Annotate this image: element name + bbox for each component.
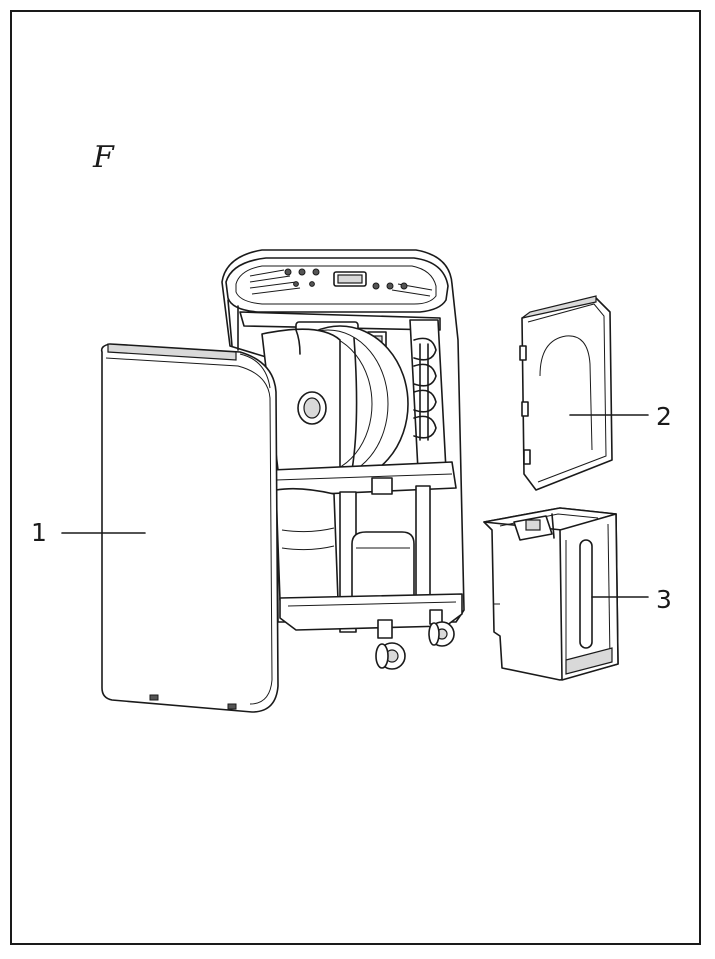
figure-letter: F (93, 140, 114, 175)
figure-frame (10, 10, 701, 945)
rear-filter-cover (519, 295, 613, 491)
front-panel (100, 343, 279, 713)
dehumidifier-body (221, 249, 465, 633)
caster-wheels (375, 609, 455, 670)
callout-number-water-tank: 3 (656, 585, 672, 614)
callout-leaders (61, 414, 649, 598)
callout-number-front-panel: 1 (31, 518, 47, 547)
callout-number-rear-filter-cover: 2 (656, 402, 672, 431)
water-tank (483, 507, 619, 681)
